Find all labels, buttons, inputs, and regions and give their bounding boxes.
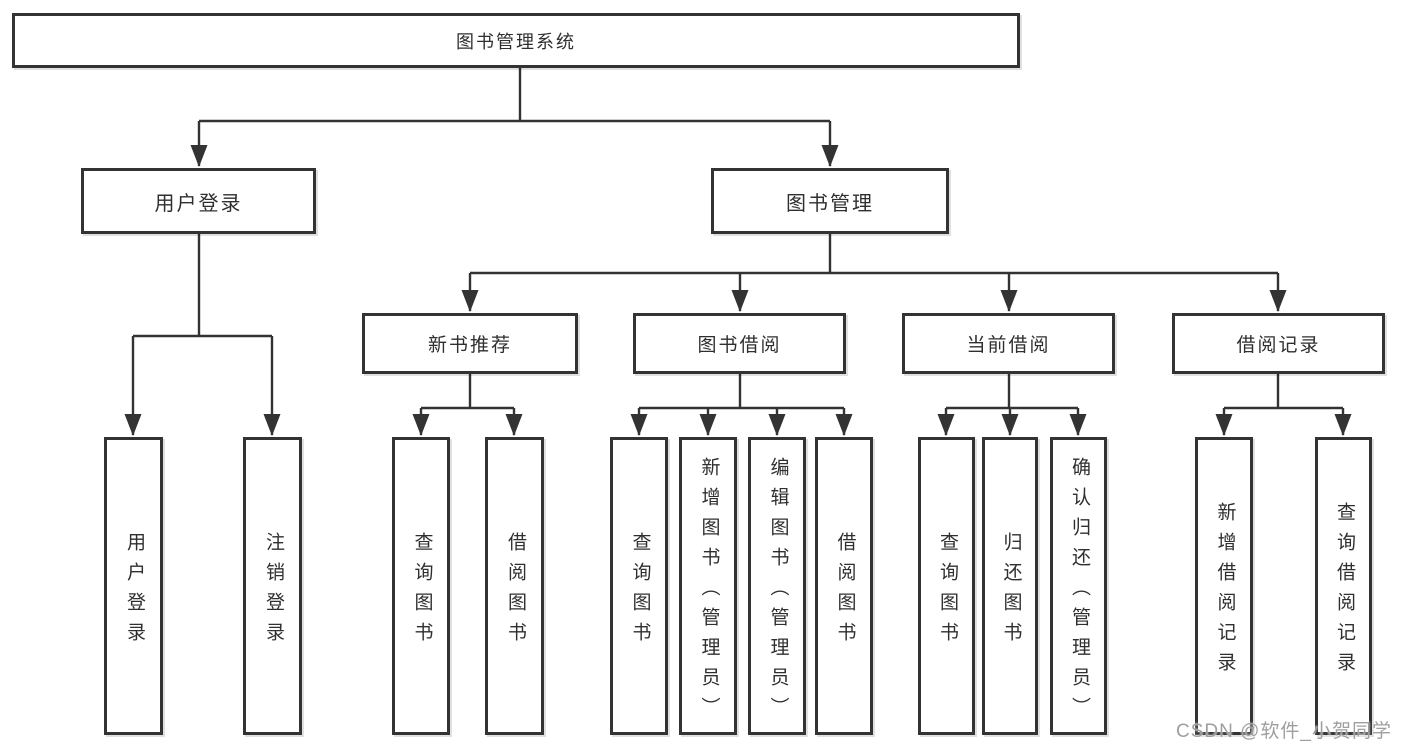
leaf-records-add-record: 新增借阅记录 (1195, 437, 1253, 735)
node-label: 借阅图书 (504, 531, 526, 652)
node-label: 图书借阅 (697, 335, 782, 356)
leaf-logout: 注销登录 (243, 437, 302, 735)
leaf-newrec-borrow-books: 借阅图书 (485, 437, 544, 735)
wire-mgmt-fork (470, 230, 1278, 275)
node-label: 新增图书（管理员） (698, 456, 720, 727)
csdn-watermark: CSDN @软件_小贺同学 (1176, 721, 1392, 742)
node-label: 查询图书 (936, 531, 958, 652)
wire-borrow-fork (639, 370, 844, 410)
leaf-current-return-books: 归还图书 (982, 437, 1038, 735)
leaf-newrec-query-books: 查询图书 (392, 437, 450, 735)
node-label: 用户登录 (123, 531, 145, 652)
node-label: 新增借阅记录 (1214, 501, 1236, 682)
node-borrow-records: 借阅记录 (1172, 313, 1385, 374)
wire-root-fork (199, 64, 830, 123)
node-label: 图书管理 (786, 192, 874, 215)
node-label: 新书推荐 (427, 335, 512, 356)
node-user-login: 用户登录 (81, 168, 316, 234)
leaf-borrow-add-books-admin: 新增图书（管理员） (679, 437, 737, 735)
wire-login-fork (133, 230, 272, 338)
node-label: 借阅图书 (834, 531, 856, 652)
node-label: 查询图书 (411, 531, 433, 652)
node-label: 归还图书 (1000, 531, 1022, 652)
node-label: 图书管理系统 (456, 31, 576, 52)
leaf-borrow-borrow-books: 借阅图书 (815, 437, 873, 735)
leaf-borrow-edit-books-admin: 编辑图书（管理员） (748, 437, 806, 735)
node-book-management: 图书管理 (711, 168, 949, 234)
wire-records-fork (1224, 370, 1343, 410)
leaf-user-login: 用户登录 (104, 437, 163, 735)
node-label: 确认归还（管理员） (1068, 456, 1090, 727)
node-label: 查询借阅记录 (1333, 501, 1355, 682)
wire-newrec-fork (421, 370, 514, 410)
leaf-borrow-query-books: 查询图书 (610, 437, 668, 735)
leaf-records-query-record: 查询借阅记录 (1315, 437, 1372, 735)
leaf-current-confirm-return-admin: 确认归还（管理员） (1050, 437, 1107, 735)
node-label: 查询图书 (629, 531, 651, 652)
leaf-current-query-books: 查询图书 (918, 437, 975, 735)
node-label: 当前借阅 (966, 335, 1051, 356)
node-label: 用户登录 (154, 192, 243, 215)
wire-current-fork (946, 370, 1078, 410)
node-book-borrow: 图书借阅 (633, 313, 846, 374)
node-root-library-system: 图书管理系统 (12, 13, 1020, 68)
node-label: 注销登录 (262, 531, 284, 652)
node-new-book-recommend: 新书推荐 (362, 313, 578, 374)
node-current-borrow: 当前借阅 (902, 313, 1115, 374)
node-label: 借阅记录 (1236, 335, 1321, 356)
node-label: 编辑图书（管理员） (767, 456, 789, 727)
